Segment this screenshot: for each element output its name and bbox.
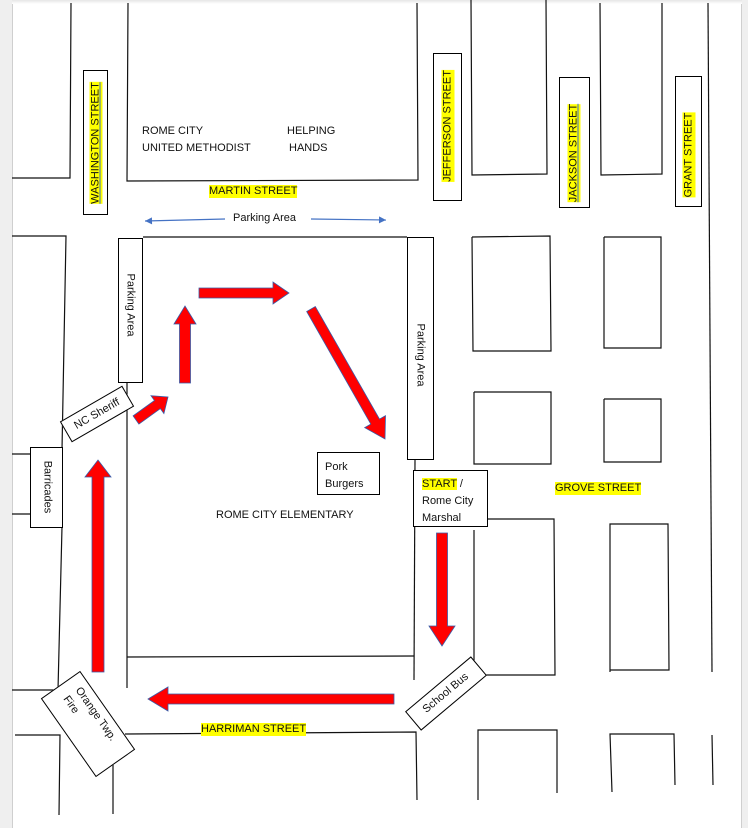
jefferson-street-label: JEFFERSON STREET <box>441 70 455 182</box>
grant-street-label: GRANT STREET <box>682 112 696 198</box>
route-arrow-icon <box>173 305 197 384</box>
parking-arrow-line <box>144 218 226 222</box>
street-line <box>603 398 662 463</box>
street-line <box>12 2 72 179</box>
street-line <box>471 235 552 352</box>
parking-arrows <box>127 216 433 453</box>
street-line <box>609 523 670 672</box>
pork-burgers-line1: Pork <box>325 461 348 473</box>
helping-hands-line1: HELPING <box>287 125 336 137</box>
left-page-margin <box>0 0 13 828</box>
route-arrows <box>84 281 456 712</box>
parking-arrowhead-icon <box>378 216 386 224</box>
parking-arrowhead-icon <box>145 217 153 225</box>
harriman-street-label: HARRIMAN STREET <box>201 723 307 736</box>
street-line <box>473 391 552 465</box>
parking-area-left-label: Parking Area <box>123 273 137 337</box>
street-line <box>126 655 415 658</box>
street-line <box>473 518 556 676</box>
street-line <box>124 731 418 801</box>
street-line <box>603 236 662 349</box>
grove-street-label: GROVE STREET <box>555 482 642 495</box>
street-line <box>15 734 61 816</box>
start-rome-city-marshal-box: START / Rome City Marshal <box>413 470 488 527</box>
right-page-margin <box>741 0 748 828</box>
jefferson-street-sign: JEFFERSON STREET <box>433 53 462 201</box>
barricades-box: Barricades <box>30 447 63 528</box>
washington-street-sign: WASHINGTON STREET <box>83 70 108 215</box>
washington-street-label: WASHINGTON STREET <box>89 82 103 204</box>
parking-area-right-label: Parking Area <box>413 323 427 387</box>
jackson-street-label: JACKSON STREET <box>567 103 581 203</box>
pork-burgers-line2: Burgers <box>325 478 364 490</box>
street-line <box>609 733 676 793</box>
route-arrow-icon <box>306 305 386 440</box>
parking-area-right: Parking Area <box>407 237 434 460</box>
street-line <box>711 734 714 786</box>
street-line <box>707 2 713 673</box>
street-line <box>470 0 548 176</box>
route-arrow-icon <box>84 459 112 673</box>
parking-area-left: Parking Area <box>118 238 143 383</box>
start-slash: / <box>456 478 463 490</box>
route-arrow-icon <box>147 686 395 712</box>
route-arrow-icon <box>428 532 456 647</box>
route-arrow-icon <box>198 281 290 305</box>
school-label: ROME CITY ELEMENTARY <box>216 509 354 521</box>
church-label-line2: UNITED METHODIST <box>142 142 251 154</box>
jackson-street-sign: JACKSON STREET <box>559 77 590 208</box>
marshal-line2: Rome City <box>422 495 474 507</box>
parking-arrow-line <box>310 218 387 221</box>
street-line <box>12 235 67 451</box>
parking-area-top-label: Parking Area <box>231 212 298 225</box>
street-line <box>599 2 663 176</box>
top-page-shadow <box>12 0 742 4</box>
church-label-line1: ROME CITY <box>142 125 204 137</box>
street-line <box>12 526 63 691</box>
route-arrow-icon <box>132 395 169 425</box>
street-line <box>126 2 419 182</box>
helping-hands-line2: HANDS <box>289 142 328 154</box>
street-line <box>477 729 558 800</box>
marshal-line3: Marshal <box>422 512 462 524</box>
barricades-label: Barricades <box>41 460 54 514</box>
martin-street-label: MARTIN STREET <box>209 185 298 198</box>
start-label: START <box>422 478 457 490</box>
grant-street-sign: GRANT STREET <box>675 76 702 207</box>
pork-burgers-box: Pork Burgers <box>317 452 380 495</box>
